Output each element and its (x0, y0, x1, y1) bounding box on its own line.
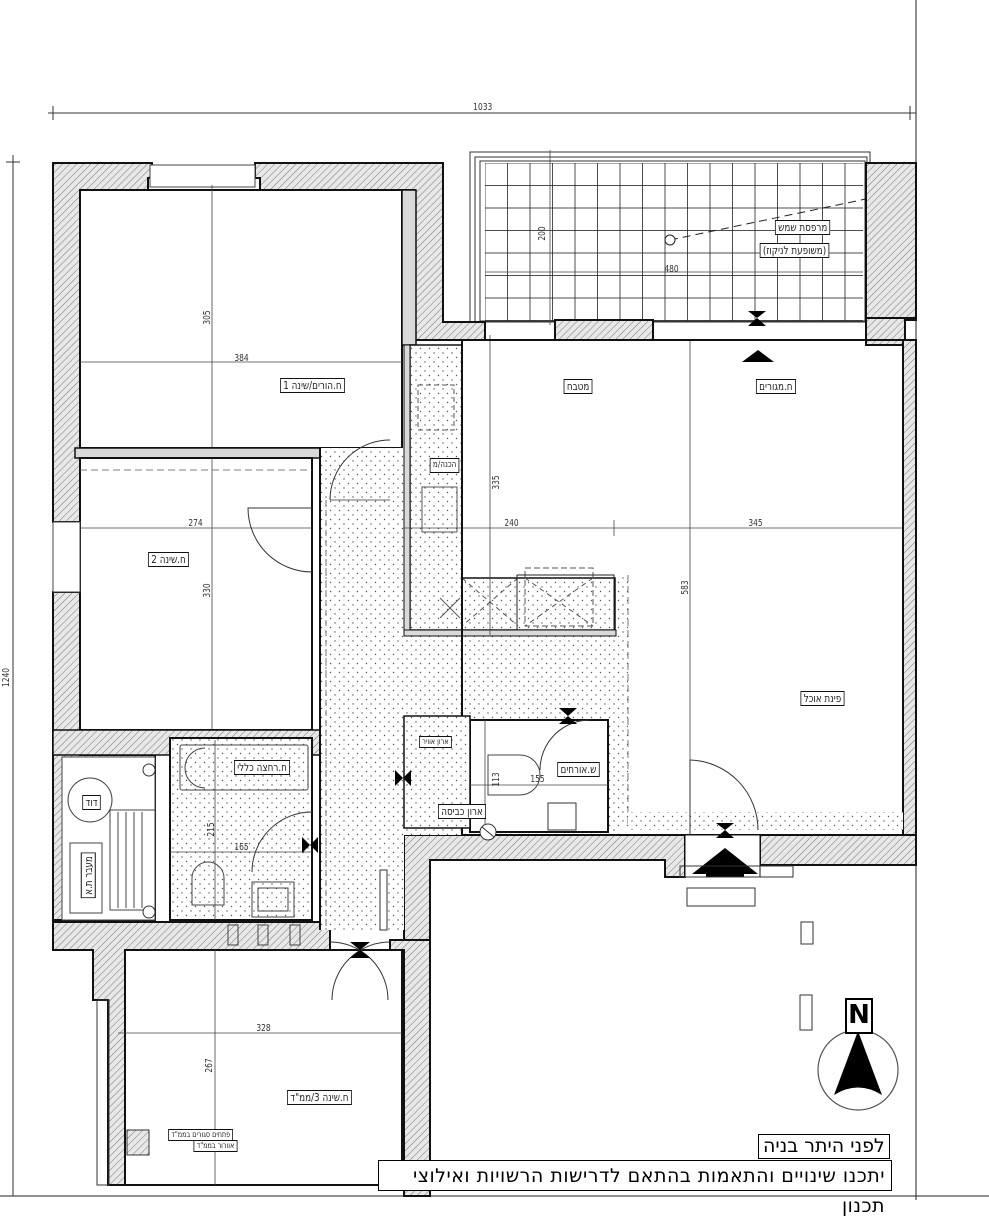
label-dining: פינת אוכל (800, 691, 845, 706)
label-kitchen: מטבח (563, 379, 593, 394)
label-bedroom2: ח.שינה 2 (148, 552, 189, 567)
dim-living-width: 345 (748, 518, 763, 529)
dim-bedroom2-height: 330 (202, 583, 214, 598)
label-guest-wc: ש.אורחים (557, 762, 600, 777)
dimension-overall-height (6, 155, 20, 1196)
label-bathroom: ח.רחצה כללי (234, 760, 291, 775)
dim-bathroom-height: 215 (206, 822, 218, 837)
balcony-area (469, 150, 891, 325)
exterior-walls (52, 162, 917, 1197)
label-living: ח.מגורים (755, 379, 796, 394)
dim-balcony-width: 480 (664, 264, 679, 275)
dim-bathroom-width: 165 (234, 842, 249, 853)
dim-living-height: 583 (680, 580, 692, 595)
room-bedroom3 (96, 869, 403, 1186)
dimension-overall-width (48, 106, 916, 120)
label-boiler: דוד (82, 795, 101, 810)
room-bedroom2 (79, 457, 313, 731)
label-balcony: מרפסת שמש (774, 220, 831, 235)
dim-kitchen-height: 335 (491, 475, 503, 490)
service-shaft (61, 756, 156, 921)
label-pantry: הכנה/מ (429, 458, 460, 473)
dim-bedroom3-height: 267 (204, 1058, 216, 1073)
sun-arrow-icon (742, 350, 774, 362)
dim-overall-width: 1033 (473, 102, 493, 113)
north-label: N (845, 998, 873, 1034)
living-area (404, 335, 904, 836)
label-bedroom1: ח.הורים/שינה 1 (280, 378, 345, 393)
entrance (679, 759, 794, 907)
note-disclaimer: יתכנו שינויים והתאמות בהתאם לדרישות הרשו… (378, 1160, 892, 1217)
label-storage: ארון אוויר (419, 736, 452, 748)
dim-bedroom3-width: 328 (256, 1023, 271, 1034)
dim-bedroom1-width: 384 (234, 353, 249, 364)
dim-kitchen-width: 240 (504, 518, 519, 529)
label-bedroom3: ח.שינה 3/ממ"ד (287, 1090, 352, 1105)
note-pre-permit: לפני היתר בניה (758, 1134, 890, 1159)
entrance-arrow-icon (692, 848, 758, 877)
label-balcony-sub: (משופעת לניקוז) (759, 243, 830, 258)
label-laundry: ארון כביסה (438, 804, 487, 819)
dim-guest-wc-height: 113 (491, 772, 503, 787)
dim-balcony-height: 200 (537, 226, 549, 241)
room-bedroom1 (79, 189, 403, 449)
label-service-shaft: מעבר ת.א (80, 852, 96, 899)
north-compass-icon (817, 1029, 899, 1111)
dim-bedroom2-width: 274 (188, 518, 203, 529)
label-mamad-note-2: אוורור בממ"ד (193, 1140, 238, 1152)
window-bedroom1 (149, 164, 256, 188)
dim-overall-height: 1240 (1, 667, 13, 688)
dim-guest-wc-width: 155 (530, 774, 545, 785)
dim-bedroom1-height: 305 (202, 310, 214, 325)
